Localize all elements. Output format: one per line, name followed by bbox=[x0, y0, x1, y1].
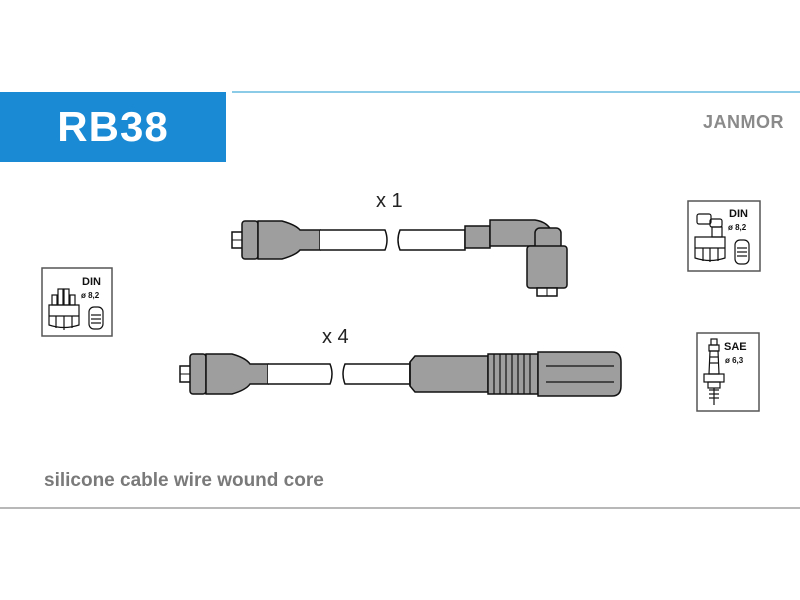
brand-name: JANMOR bbox=[702, 112, 784, 132]
quantity-label-cable-2: x 4 bbox=[322, 326, 349, 348]
din-label-right: DIN bbox=[729, 208, 748, 220]
part-code: RB38 bbox=[57, 103, 169, 150]
sae-label: SAE bbox=[724, 341, 747, 353]
header-divider bbox=[232, 91, 800, 93]
din-standard-box-left: DIN ø 8,2 bbox=[41, 267, 113, 337]
din-label-left: DIN bbox=[82, 276, 101, 288]
terminal-icon-right bbox=[734, 239, 750, 265]
cable-straight: x 4 bbox=[179, 326, 622, 397]
cable-angled: x 1 bbox=[231, 190, 568, 297]
straight-plug-boot bbox=[409, 351, 622, 397]
angled-plug-boot bbox=[464, 219, 568, 297]
distributor-cap-icon bbox=[48, 288, 80, 330]
spark-plug-icon bbox=[703, 338, 725, 405]
terminal-icon-left bbox=[88, 306, 104, 330]
angled-cap-icon bbox=[694, 213, 726, 262]
din-standard-box-right: DIN ø 8,2 bbox=[687, 200, 761, 272]
part-code-banner: RB38 bbox=[0, 92, 226, 162]
footer-divider bbox=[0, 507, 800, 509]
sae-diameter: ø 6,3 bbox=[725, 356, 744, 365]
distributor-boot-2 bbox=[179, 353, 269, 395]
sae-standard-box: SAE ø 6,3 bbox=[696, 332, 760, 412]
din-diameter-left: ø 8,2 bbox=[81, 291, 100, 300]
cable-description: silicone cable wire wound core bbox=[44, 470, 324, 491]
quantity-label-cable-1: x 1 bbox=[376, 190, 403, 212]
din-diameter-right: ø 8,2 bbox=[728, 223, 747, 232]
distributor-boot-1 bbox=[231, 220, 321, 260]
